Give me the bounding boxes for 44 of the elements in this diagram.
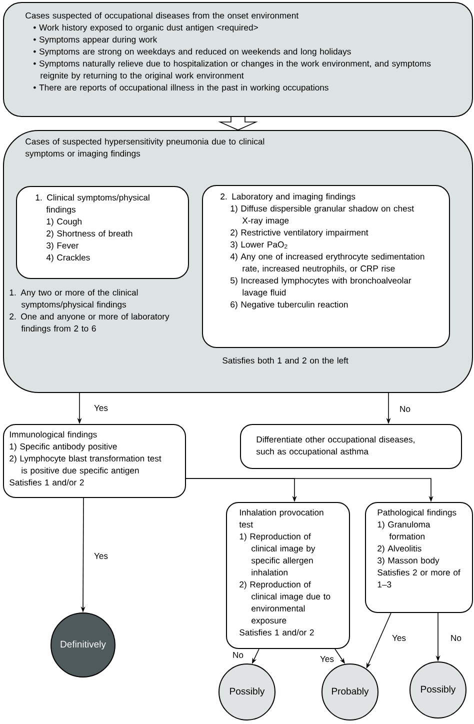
list-item: 4) Any one of increased erythrocyte sedimentation rate, increased neutrophils, or CRP rise bbox=[230, 253, 424, 274]
list-item: 1) Reproduction of clinical image by specific allergen inhalation bbox=[240, 533, 316, 576]
note-text: Satisfies both 1 and 2 on the left bbox=[222, 357, 348, 364]
heading-text: Pathological findings bbox=[378, 509, 456, 518]
edge-label: Yes bbox=[92, 552, 110, 560]
list-item: 3) Fever bbox=[46, 242, 79, 250]
edge-label: Yes bbox=[318, 655, 335, 663]
bullet-item: • Work history exposed to organic dust antigen <required> bbox=[34, 24, 258, 32]
list-item: 2) Alveolitis bbox=[378, 545, 422, 554]
bullet-item: • Symptoms appear during work bbox=[34, 36, 158, 44]
block-arrow bbox=[218, 116, 258, 130]
list-item: 1) Diffuse dispersible granular shadow on chest X-ray image bbox=[230, 205, 414, 226]
list-item: 1) Specific antibody positive bbox=[10, 443, 117, 452]
list-item: 3) Lower PaO$_{2}$ bbox=[230, 241, 288, 250]
list-item: Satisfies 2 or more of 1–3 bbox=[378, 569, 460, 588]
list-item: 1. Any two or more of the clinical symptoms/physical findings bbox=[10, 289, 138, 310]
edge-label: Yes bbox=[390, 634, 407, 642]
bullet-item: • Symptoms naturally relieve due to hospitalization or changes in the work environment, and symptoms reignite by returning to the original work environment bbox=[34, 60, 431, 80]
list-item: 2) Lymphocyte blast transformation test is positive due specific antigen bbox=[10, 455, 162, 476]
list-item: 3) Masson body bbox=[378, 557, 440, 566]
edge-label: No bbox=[398, 405, 412, 413]
list-item: 2) Restrictive ventilatory impairment bbox=[230, 229, 368, 238]
edge-label: No bbox=[450, 634, 462, 642]
heading-text: Cases of suspected hypersensitivity pneumonia due to clinical symptoms or imaging findings bbox=[25, 138, 264, 158]
bullet-item: • There are reports of occupational illness in the past in working occupations bbox=[34, 84, 328, 92]
heading-text: 2. Laboratory and imaging findings bbox=[220, 193, 356, 202]
edge-label: No bbox=[232, 651, 244, 659]
list-item: 2) Shortness of breath bbox=[46, 230, 132, 238]
edge-label: Yes bbox=[92, 404, 110, 412]
list-item: 4) Crackles bbox=[46, 254, 90, 262]
list-item: Satisfies 1 and/or 2 bbox=[10, 479, 84, 486]
bullet-item: • Symptoms are strong on weekdays and reduced on weekends and long holidays bbox=[34, 48, 351, 56]
list-item: Satisfies 1 and/or 2 bbox=[240, 629, 314, 636]
list-item: 1) Granuloma formation bbox=[378, 521, 430, 540]
list-item: 2) Reproduction of clinical image due to environmental exposure bbox=[240, 581, 330, 626]
list-item: 5) Increased lymphocytes with bronchoalveolar lavage fluid bbox=[230, 277, 412, 298]
list-item: 6) Negative tuberculin reaction bbox=[230, 301, 348, 310]
heading-text: Cases suspected of occupational diseases from the onset environment bbox=[26, 12, 299, 20]
heading-text: Inhalation provocation test bbox=[239, 509, 324, 528]
heading-text: 1. Clinical symptoms/physical findings bbox=[36, 194, 150, 214]
list-item: 1) Cough bbox=[46, 218, 82, 226]
heading-text: Immunological findings bbox=[10, 431, 97, 440]
body-text: Differentiate other occupational diseases, such as occupational asthma bbox=[256, 436, 414, 456]
list-item: 2. One and anyone or more of laboratory findings from 2 to 6 bbox=[10, 313, 170, 334]
